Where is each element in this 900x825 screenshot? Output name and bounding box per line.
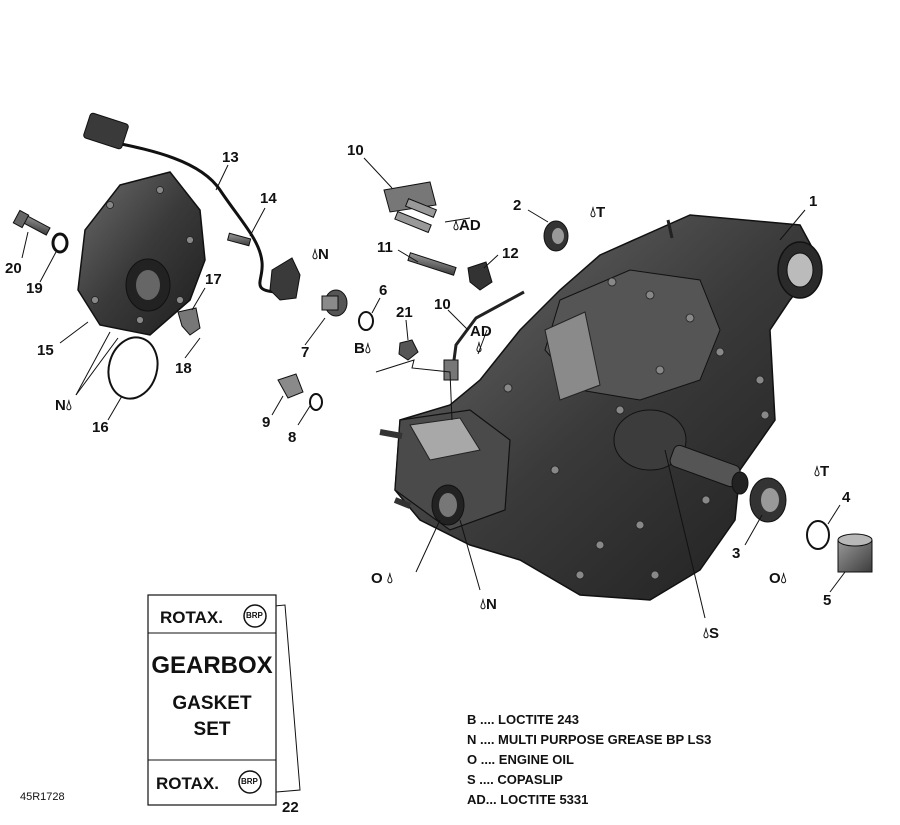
o-ring-4 — [806, 520, 830, 550]
nut-21 — [398, 339, 419, 361]
figure-id: 45R1728 — [20, 791, 65, 803]
callout-8: 8 — [288, 429, 297, 446]
code-ad-tube: AD — [470, 323, 492, 340]
callout-13: 13 — [222, 149, 239, 166]
bolt-20 — [12, 209, 51, 236]
sleeve-5 — [837, 533, 873, 573]
callout-7: 7 — [301, 344, 310, 361]
callout-17: 17 — [205, 271, 222, 288]
callout-12: 12 — [502, 245, 519, 262]
o-ring-16 — [107, 336, 159, 400]
brp-logo-top — [243, 604, 267, 628]
callout-10-tube: 10 — [434, 296, 451, 313]
code-ad-fitting: 💧︎AD — [453, 217, 481, 234]
gasket-set-card — [147, 594, 301, 806]
gearbox-housing — [379, 214, 823, 601]
callout-3: 3 — [732, 545, 741, 562]
brp-logo-bottom — [238, 770, 262, 794]
callout-20: 20 — [5, 260, 22, 277]
card-brand-top: ROTAX. — [160, 608, 223, 627]
product-legend: B .... LOCTITE 243 N .... MULTI PURPOSE … — [467, 710, 711, 810]
callout-19: 19 — [26, 280, 43, 297]
legend-row-b: B .... LOCTITE 243 — [467, 712, 579, 727]
callout-10-fitting: 10 — [347, 142, 364, 159]
clip-17 — [177, 307, 201, 336]
breather-fitting-10 — [383, 181, 438, 234]
plug-7 — [321, 289, 348, 317]
code-b-nut-21: B💧︎ — [354, 340, 371, 357]
screw-14 — [226, 232, 252, 247]
card-subtitle-1: GASKET — [172, 693, 252, 714]
callout-18: 18 — [175, 360, 192, 377]
plug-9 — [277, 373, 304, 399]
oil-seal-3 — [749, 477, 787, 523]
callout-11: 11 — [377, 239, 393, 256]
callout-5: 5 — [823, 592, 832, 609]
code-n-sensor: 💧︎N — [312, 246, 329, 263]
legend-row-ad: AD... LOCTITE 5331 — [467, 792, 589, 807]
sensor-harness — [83, 112, 301, 301]
card-brp-badge-bottom: BRP — [241, 777, 258, 786]
callout-14: 14 — [260, 190, 277, 207]
legend-row-s: S .... COPASLIP — [467, 772, 563, 787]
card-title: GEARBOX — [151, 652, 273, 679]
code-drop-tube: 💧︎ — [476, 339, 483, 356]
callout-9: 9 — [262, 414, 271, 431]
bolt-11 — [407, 252, 457, 276]
code-n-o-ring-16: N💧︎ — [55, 397, 72, 414]
callout-21: 21 — [396, 304, 413, 321]
callout-2: 2 — [513, 197, 522, 214]
o-ring-6 — [358, 311, 374, 331]
code-t-seal-3: 💧︎T — [814, 463, 830, 480]
code-o-shaft: O 💧︎ — [371, 570, 393, 587]
code-n-shaft: 💧︎N — [480, 596, 497, 613]
legend-row-n: N .... MULTI PURPOSE GREASE BP LS3 — [467, 732, 712, 747]
legend-row-o: O .... ENGINE OIL — [467, 752, 574, 767]
callout-22: 22 — [282, 799, 299, 816]
washer-19 — [51, 232, 69, 254]
card-brp-badge-top: BRP — [246, 611, 263, 620]
gearbox-cover — [77, 171, 206, 336]
callout-4: 4 — [842, 489, 851, 506]
code-o-sleeve: O💧︎ — [769, 570, 787, 587]
code-s-shaft: 💧︎S — [703, 625, 720, 642]
o-ring-8 — [309, 393, 323, 411]
code-t-seal-2: 💧︎T — [590, 204, 606, 221]
oil-seal-2 — [543, 220, 569, 252]
callout-15: 15 — [37, 342, 54, 359]
card-brand-bottom: ROTAX. — [156, 774, 219, 793]
card-subtitle-2: SET — [193, 719, 231, 740]
callout-1: 1 — [809, 193, 818, 210]
callout-6: 6 — [379, 282, 388, 299]
callout-16: 16 — [92, 419, 109, 436]
breather-tube-10 — [443, 290, 525, 381]
clamp-12 — [467, 261, 493, 291]
